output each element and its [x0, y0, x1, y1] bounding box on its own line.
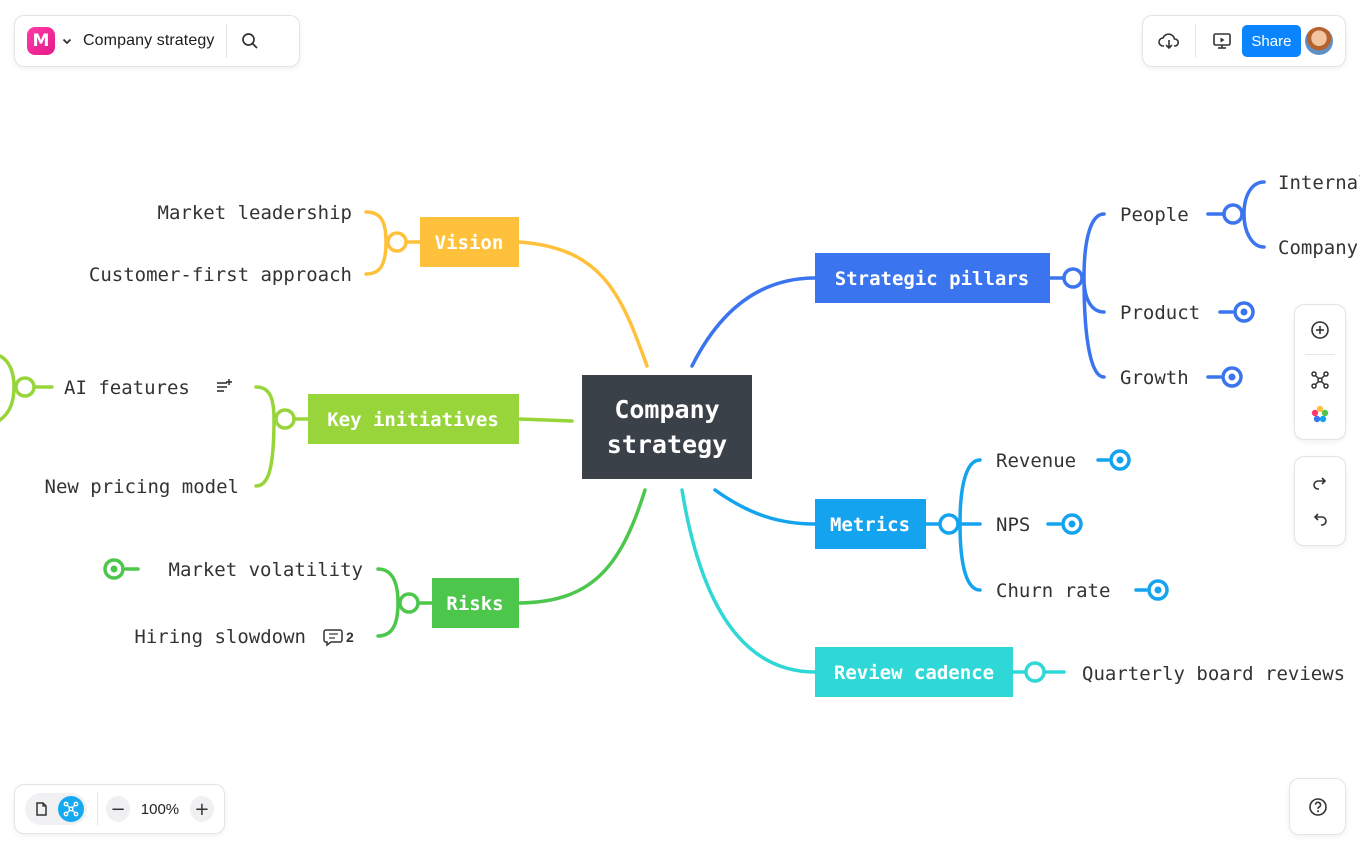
- help-button[interactable]: [1289, 778, 1346, 835]
- expand-dot: [1116, 456, 1124, 464]
- leaf-ai-features[interactable]: AI features: [64, 377, 190, 399]
- node-vision-label: Vision: [435, 232, 504, 254]
- leaf-people[interactable]: People: [1120, 204, 1189, 226]
- redo-icon[interactable]: [1311, 475, 1329, 493]
- central-node-line2: strategy: [607, 430, 727, 459]
- zoom-in-button[interactable]: +: [189, 796, 214, 822]
- leaf-new-pricing-model[interactable]: New pricing model: [45, 476, 239, 498]
- connector-vision-children: [364, 210, 422, 276]
- top-right-toolbar: Share: [1142, 15, 1346, 67]
- expand-dot: [1154, 586, 1162, 594]
- expand-dot: [1228, 373, 1236, 381]
- leaf-growth[interactable]: Growth: [1120, 367, 1189, 389]
- toolbar-divider: [226, 24, 228, 58]
- expand-dot: [1068, 520, 1076, 528]
- color-palette-icon[interactable]: [1310, 404, 1330, 424]
- mindmap-view-icon[interactable]: [58, 796, 84, 822]
- add-node-icon[interactable]: [1310, 320, 1330, 340]
- leaf-internal[interactable]: Internal: [1278, 172, 1360, 194]
- toolbar-separator: [1305, 354, 1335, 356]
- node-vision[interactable]: [420, 217, 519, 267]
- node-review-cadence-label: Review cadence: [834, 662, 994, 684]
- central-node[interactable]: [582, 375, 752, 479]
- bottom-left-toolbar: − 100% +: [14, 784, 225, 834]
- chevron-down-icon[interactable]: [61, 35, 73, 47]
- toolbar-divider: [1194, 24, 1196, 58]
- leaf-nps[interactable]: NPS: [996, 514, 1030, 536]
- connector-key-initiatives-children: [0, 354, 310, 488]
- document-title[interactable]: Company strategy: [83, 32, 215, 49]
- connector-strategic-pillars-children: [1048, 180, 1266, 379]
- expand-dot: [110, 565, 118, 573]
- toolbar-divider: [97, 792, 98, 826]
- node-review-cadence[interactable]: [815, 647, 1013, 697]
- node-risks[interactable]: [432, 578, 519, 628]
- present-icon[interactable]: [1208, 31, 1236, 51]
- right-toolbar: [1294, 304, 1346, 440]
- node-strategic-pillars-label: Strategic pillars: [835, 268, 1029, 290]
- connector-key-initiatives: [517, 417, 574, 423]
- leaf-churn-rate[interactable]: Churn rate: [996, 580, 1110, 602]
- note-icon[interactable]: [217, 379, 232, 392]
- leaf-company[interactable]: Company: [1278, 237, 1358, 259]
- node-strategic-pillars[interactable]: [815, 253, 1050, 303]
- leaf-product[interactable]: Product: [1120, 302, 1200, 324]
- joint-vision[interactable]: [386, 231, 408, 253]
- comment-count: 2: [346, 629, 354, 645]
- help-icon: [1308, 797, 1328, 817]
- comment-icon[interactable]: [323, 629, 343, 647]
- zoom-level[interactable]: 100%: [140, 800, 180, 818]
- joint-risks[interactable]: [398, 592, 420, 614]
- connector-metrics-children: [924, 458, 1148, 592]
- expand-dot: [1240, 308, 1248, 316]
- leaf-market-leadership[interactable]: Market leadership: [158, 202, 352, 224]
- joint-ai-features[interactable]: [14, 376, 36, 398]
- zoom-out-button[interactable]: −: [105, 796, 131, 822]
- node-key-initiatives-label: Key initiatives: [327, 409, 499, 431]
- central-node-line1: Company: [614, 395, 719, 424]
- document-view-icon[interactable]: [28, 796, 54, 822]
- history-toolbar: [1294, 456, 1346, 546]
- connector-risks: [517, 488, 647, 605]
- node-key-initiatives[interactable]: [308, 394, 519, 444]
- leaf-customer-first[interactable]: Customer-first approach: [89, 264, 352, 286]
- leaf-market-volatility[interactable]: Market volatility: [169, 559, 363, 581]
- joint-metrics[interactable]: [938, 513, 960, 535]
- node-risks-label: Risks: [446, 593, 503, 615]
- connector-strategic-pillars: [690, 276, 817, 368]
- app-logo[interactable]: M: [27, 27, 55, 55]
- search-icon[interactable]: [241, 32, 259, 50]
- joint-people[interactable]: [1222, 203, 1244, 225]
- joint-strategic-pillars[interactable]: [1062, 267, 1084, 289]
- connector-risks-children: [124, 567, 434, 638]
- connector-vision: [517, 240, 649, 368]
- cloud-download-icon[interactable]: [1155, 31, 1183, 51]
- joint-key-initiatives[interactable]: [274, 408, 296, 430]
- connector-review-cadence: [680, 488, 817, 674]
- avatar[interactable]: [1305, 27, 1334, 55]
- connector-metrics: [713, 488, 817, 526]
- leaf-revenue[interactable]: Revenue: [996, 450, 1076, 472]
- leaf-hiring-slowdown[interactable]: Hiring slowdown: [134, 626, 306, 648]
- top-left-toolbar: M Company strategy: [14, 15, 300, 67]
- undo-icon[interactable]: [1311, 509, 1329, 527]
- leaf-quarterly-board-reviews[interactable]: Quarterly board reviews: [1082, 663, 1345, 685]
- share-button[interactable]: Share: [1241, 25, 1302, 57]
- mindmap-layout-icon[interactable]: [1310, 370, 1330, 390]
- view-toggle: [25, 793, 87, 825]
- node-metrics[interactable]: [815, 499, 926, 549]
- node-metrics-label: Metrics: [830, 514, 910, 536]
- joint-review-cadence[interactable]: [1024, 661, 1046, 683]
